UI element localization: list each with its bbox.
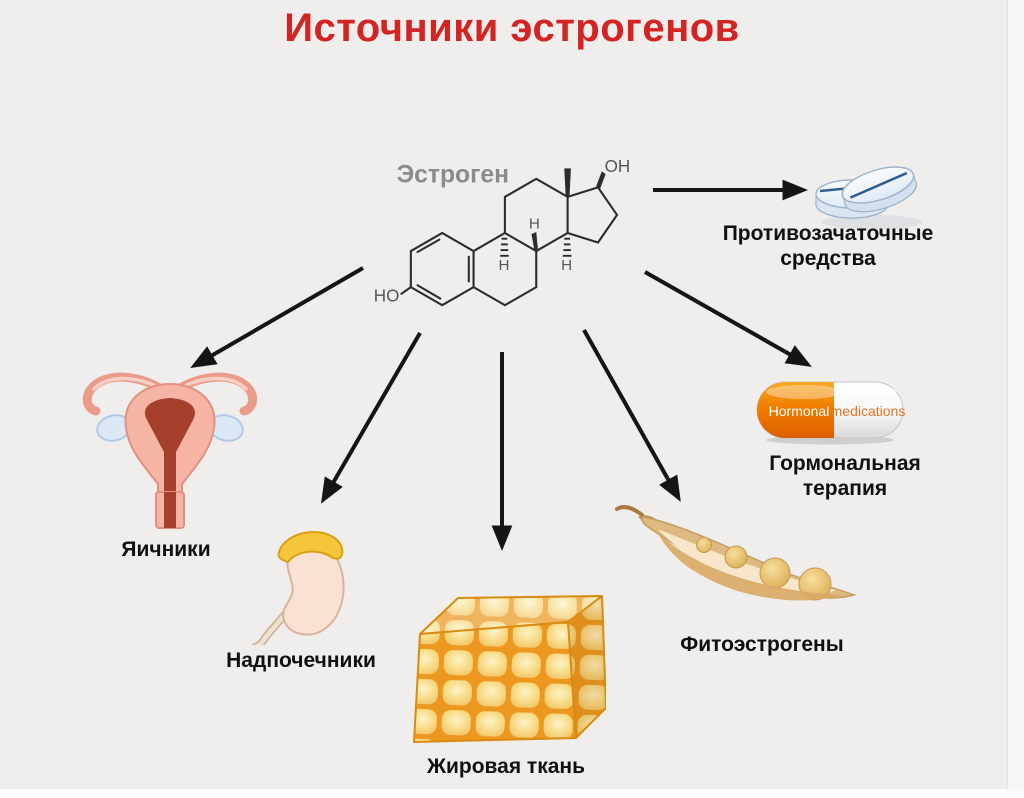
pod-stem: [615, 505, 644, 517]
oh-label: OH: [605, 157, 631, 176]
bottom-edge-strip: [0, 789, 1024, 798]
adrenal-gland-illustration: [251, 530, 345, 645]
arrow-to-ovaries: [190, 266, 365, 369]
uterus-cavity: [144, 398, 196, 494]
pills-illustration: [815, 166, 922, 229]
fat-tissue-illustration: [412, 594, 606, 744]
estrogen-molecule: Эстроген OH HO H H H: [374, 157, 631, 307]
pod-front-lip: [658, 533, 842, 601]
arrow-to-hormonal-therapy: [644, 270, 812, 367]
tablet-tilted: [841, 166, 918, 213]
capsule-illustration: Hormonal medications: [756, 381, 906, 445]
adrenal-cap: [277, 530, 344, 564]
molecule-name-label: Эстроген: [397, 162, 509, 189]
ho-label: HO: [374, 286, 400, 305]
uterus-illustration: [82, 372, 258, 529]
page-title: Источники эстрогенов: [284, 6, 740, 50]
capsule-right-text: medications: [831, 403, 906, 419]
methyl-wedge: [564, 168, 571, 197]
c17-oh-wedge: [596, 171, 606, 190]
label-contraceptives: Противозачаточные средства: [722, 222, 934, 270]
c14-h-hash: [562, 237, 572, 257]
right-edge-strip: [1007, 0, 1024, 798]
soybean-pod-illustration: [615, 505, 857, 601]
h-label-c14: H: [561, 257, 572, 274]
label-hormonal-therapy: Гормональная терапия: [769, 452, 921, 500]
c9-h-hash: [500, 237, 509, 257]
pod-inner: [658, 529, 836, 596]
arrow-to-adrenals: [320, 331, 422, 504]
label-phytoestrogens: Фитоэстрогены: [680, 633, 844, 656]
h-label-c8: H: [529, 215, 540, 232]
label-ovaries: Яичники: [121, 538, 211, 561]
h-label-c9: H: [498, 257, 509, 274]
arrow-to-phytoestrogens: [582, 329, 681, 502]
c8-h-wedge: [531, 232, 539, 252]
label-fat-tissue: Жировая ткань: [426, 755, 586, 778]
capsule-left-text: Hormonal: [769, 403, 830, 419]
label-adrenals: Надпочечники: [226, 649, 376, 672]
cervix-canal: [164, 492, 176, 528]
